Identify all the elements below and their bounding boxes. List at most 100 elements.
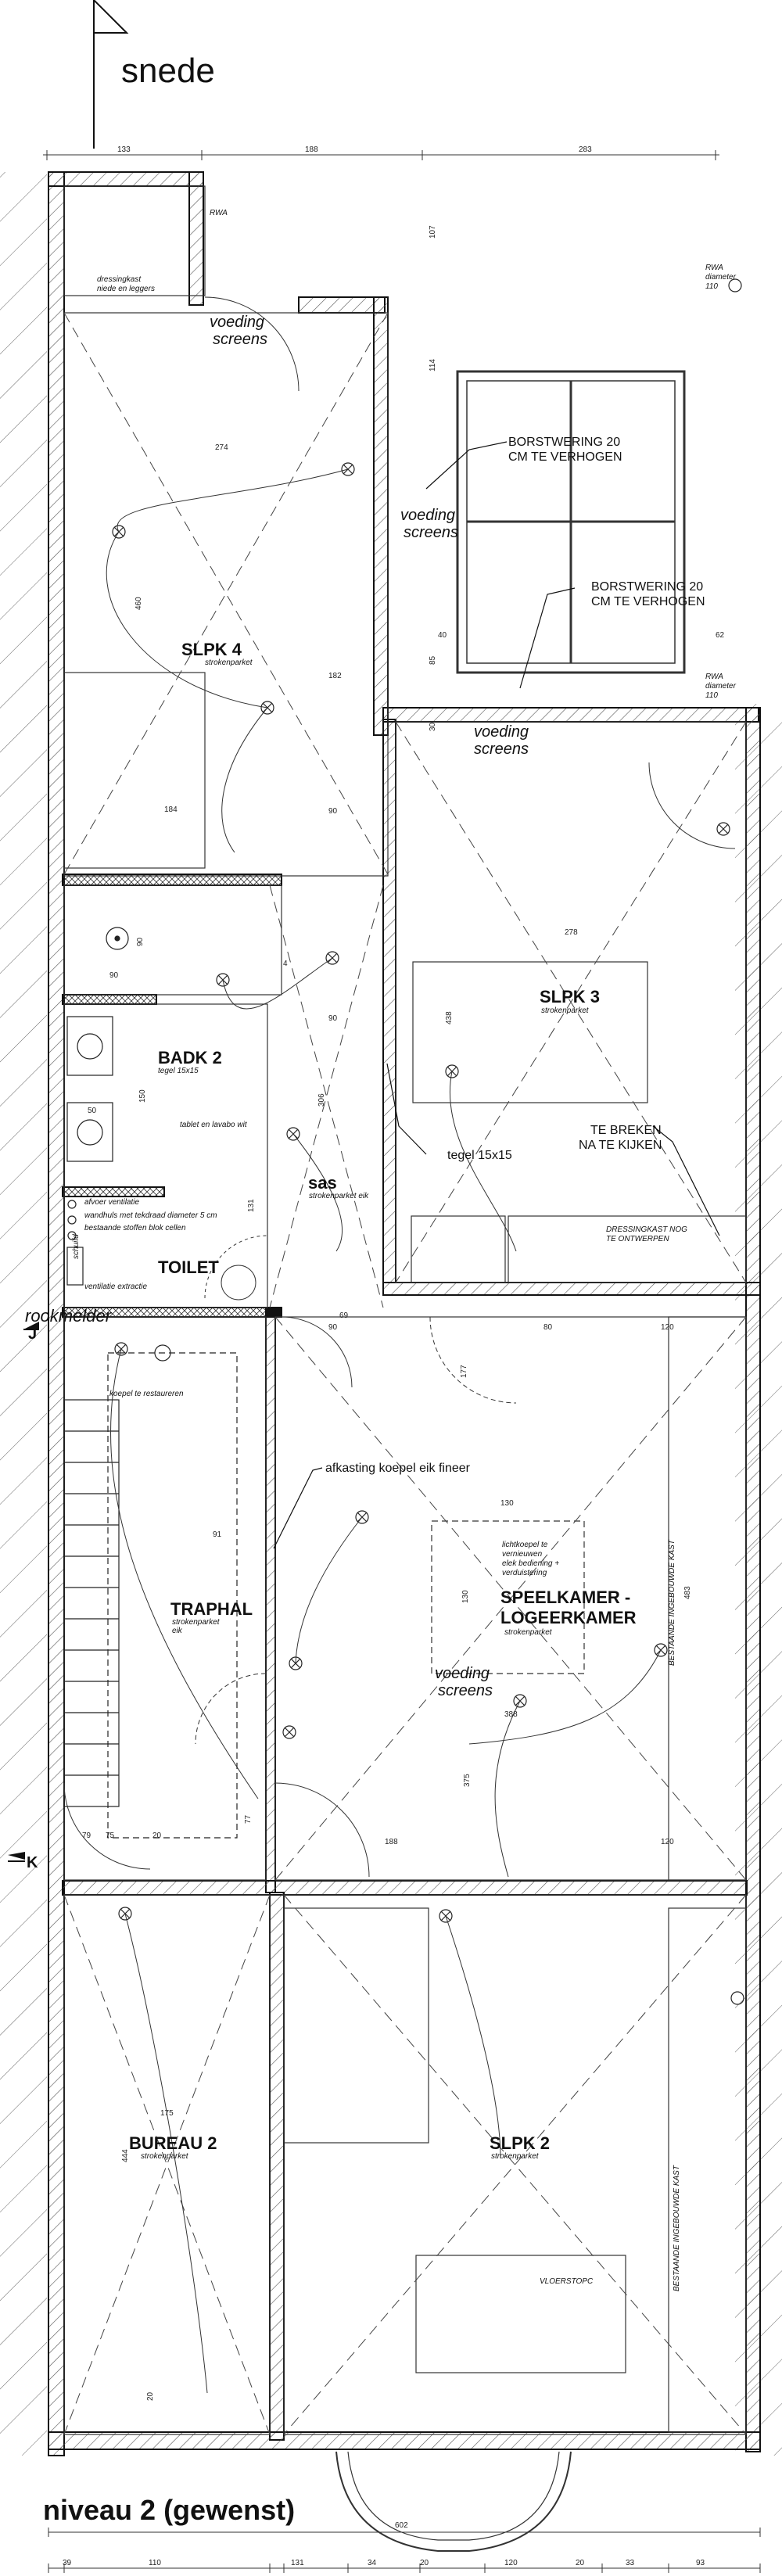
dim-278: 278 [565, 928, 578, 937]
dim-75: 75 [106, 1832, 115, 1840]
note-rwa2b: diameter [705, 273, 737, 282]
room-toilet-name: TOILET [158, 1258, 219, 1277]
note-rookmelder: rookmelder [25, 1306, 113, 1326]
dashed-diagonals [63, 312, 747, 2435]
dim-283: 283 [579, 145, 592, 154]
room-slpk4-name: SLPK 4 [181, 640, 242, 659]
note-rwa1: RWA [210, 209, 228, 217]
dim-177: 177 [460, 1365, 468, 1378]
dim-602: 602 [395, 2521, 408, 2530]
room-badk2-floor: tegel 15x15 [158, 1067, 199, 1075]
note-voeding-d: voeding [435, 1665, 490, 1682]
dim-133: 133 [117, 145, 131, 154]
section-marker: snede [93, 0, 215, 149]
note-screens-a: screens [213, 331, 267, 348]
structural-walls [48, 171, 761, 2456]
dim-bot-120: 120 [504, 2559, 518, 2567]
note-toilet-1: afvoer ventilatie [84, 1198, 139, 1207]
note-screens-c: screens [474, 741, 529, 758]
dim-bot-20b: 20 [576, 2559, 585, 2567]
dim-90d: 90 [328, 1014, 338, 1023]
room-bureau2-floor: strokenparket [141, 2152, 189, 2161]
dim-130a: 130 [500, 1499, 514, 1508]
dim-20b: 20 [146, 2391, 155, 2401]
note-voeding-c: voeding [474, 723, 529, 741]
note-lichtkoepel-d: verduistering [502, 1569, 547, 1577]
leader-lines [273, 441, 720, 1549]
interior-dimensions: 274 460 182 184 90 107 114 40 85 62 30 2… [82, 225, 725, 2401]
dim-77: 77 [244, 1814, 253, 1824]
note-te-breken-a: TE BREKEN [590, 1124, 662, 1137]
dim-bot-20a: 20 [420, 2559, 429, 2567]
dim-388: 388 [504, 1710, 518, 1719]
note-rwa3a: RWA [705, 673, 723, 681]
room-sas-floor: strokenparket eik [309, 1192, 369, 1200]
dim-444: 444 [121, 2149, 130, 2162]
section-label: snede [121, 52, 215, 90]
staircase [63, 1352, 238, 1839]
room-speelkamer-floor: strokenparket [504, 1628, 553, 1637]
note-borstwering-2a: BORSTWERING 20 [591, 580, 703, 594]
room-slpk3-name: SLPK 3 [540, 987, 600, 1006]
note-rwa2a: RWA [705, 264, 723, 272]
note-voeding-a: voeding [210, 314, 264, 331]
dim-91: 91 [213, 1530, 222, 1539]
marker-k: K [27, 1854, 38, 1871]
note-rwa3b: diameter [705, 682, 737, 691]
bathroom-fixtures [66, 927, 129, 1286]
note-vloerstopc: VLOERSTOPC [540, 2277, 594, 2286]
dim-90a: 90 [328, 807, 338, 816]
note-screens-d: screens [438, 1682, 493, 1699]
dim-188: 188 [305, 145, 318, 154]
room-slpk2-name: SLPK 2 [490, 2133, 550, 2153]
section-markers-side [8, 1322, 39, 1862]
dim-131: 131 [247, 1199, 256, 1212]
dim-150: 150 [138, 1089, 147, 1103]
note-voeding-b: voeding [400, 507, 455, 524]
note-toilet-4: ventilatie extractie [84, 1283, 147, 1291]
room-slpk4-floor: strokenparket [205, 658, 253, 667]
room-slpk2-floor: strokenparket [491, 2152, 540, 2161]
room-slpk3-floor: strokenparket [541, 1006, 590, 1015]
room-badk2-name: BADK 2 [158, 1048, 222, 1067]
note-dressing-b: niede en leggers [97, 285, 155, 293]
note-borstwering-1b: CM TE VERHOGEN [508, 450, 622, 464]
room-sas-name: sas [308, 1173, 337, 1193]
bottom-dimension-lines [48, 2528, 761, 2573]
room-bureau2-name: BUREAU 2 [129, 2133, 217, 2153]
note-lichtkoepel-b: vernieuwen [502, 1550, 543, 1559]
note-toilet-3: bestaande stoffen blok cellen [84, 1224, 186, 1232]
dim-188b: 188 [385, 1838, 398, 1846]
note-rwa2c: 110 [705, 282, 718, 291]
room-traphal-floor: strokenparket [172, 1618, 221, 1627]
note-dressing2-b: TE ONTWERPEN [606, 1235, 669, 1243]
note-afkasting: afkasting koepel eik fineer [325, 1462, 471, 1475]
room-speelkamer-name2: LOGEERKAMER [500, 1608, 637, 1627]
marker-j: J [28, 1326, 37, 1343]
dim-90c: 90 [109, 971, 119, 980]
dim-30: 30 [429, 722, 437, 731]
dim-175: 175 [160, 2109, 174, 2118]
note-tablet: tablet en lavabo wit [180, 1121, 248, 1129]
switch-wires [106, 468, 662, 2394]
dim-4: 4 [283, 960, 288, 968]
dim-bot-131: 131 [291, 2559, 304, 2567]
note-tegel: tegel 15x15 [447, 1149, 512, 1162]
dim-90b: 90 [136, 937, 145, 946]
note-rwa3c: 110 [705, 691, 718, 700]
top-dimension-line [43, 150, 719, 160]
dim-bot-39: 39 [63, 2559, 72, 2567]
dim-306: 306 [317, 1093, 326, 1107]
dim-120a: 120 [661, 1323, 674, 1332]
note-kast-a: BESTAANDE INGEBOUWDE KAST [668, 1539, 676, 1666]
room-traphal-name: TRAPHAL [170, 1599, 253, 1619]
note-dressing-a: dressingkast [97, 275, 142, 284]
note-kast-b: BESTAANDE INGEBOUWDE KAST [673, 2165, 681, 2291]
note-te-breken-b: NA TE KIJKEN [579, 1139, 662, 1152]
dim-184: 184 [164, 805, 178, 814]
dim-130b: 130 [461, 1590, 470, 1603]
dim-50: 50 [88, 1107, 97, 1115]
dim-483: 483 [683, 1586, 692, 1599]
note-screens-b: screens [404, 524, 458, 541]
